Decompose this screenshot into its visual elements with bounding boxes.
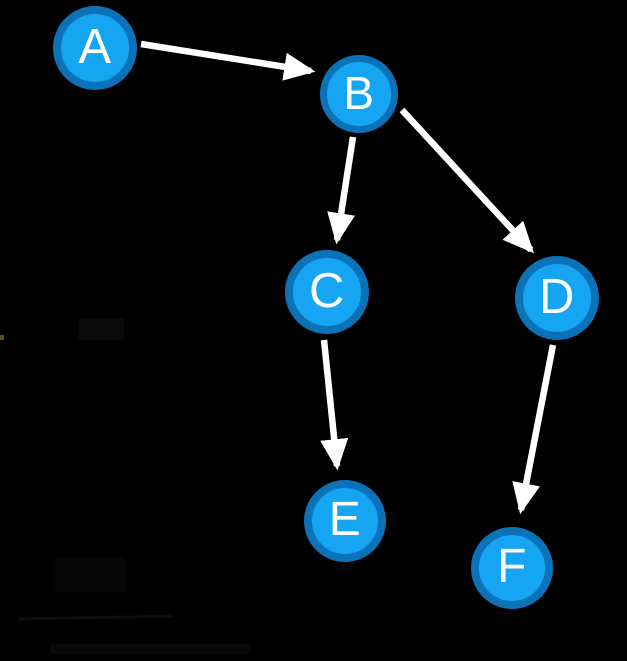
node-label-c: C bbox=[309, 263, 345, 318]
edge-b-to-d bbox=[399, 107, 534, 254]
node-label-a: A bbox=[78, 19, 112, 74]
graph-node-f[interactable]: F bbox=[471, 527, 553, 609]
edge-a-to-b bbox=[140, 40, 316, 81]
graph-node-e[interactable]: E bbox=[304, 480, 386, 562]
graph-node-b[interactable]: B bbox=[320, 55, 398, 133]
node-label-b: B bbox=[343, 67, 375, 119]
edge-b-to-c bbox=[327, 136, 357, 245]
node-label-f: F bbox=[497, 540, 527, 593]
edge-c-to-e bbox=[320, 339, 349, 471]
node-label-e: E bbox=[328, 493, 362, 546]
node-label-d: D bbox=[539, 269, 575, 324]
graph-node-d[interactable]: D bbox=[515, 256, 599, 340]
graph-node-c[interactable]: C bbox=[285, 250, 369, 334]
graph-node-a[interactable]: A bbox=[53, 6, 137, 90]
edge-d-to-f bbox=[512, 344, 557, 515]
